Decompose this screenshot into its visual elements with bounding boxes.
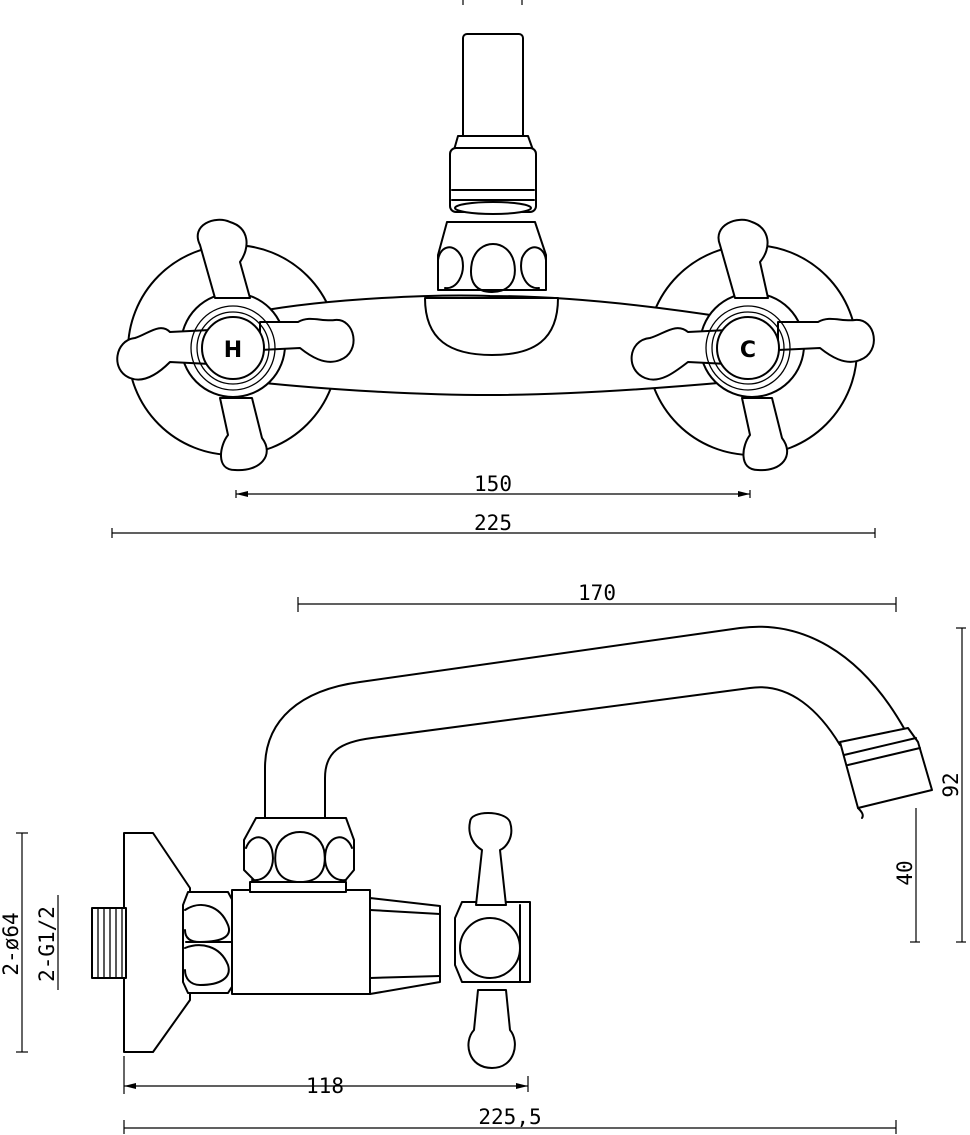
spout-inner-edge — [324, 686, 841, 823]
dim-inner-label: 150 — [474, 472, 512, 496]
dim-diameter: 2-ø64 — [0, 832, 28, 1053]
dim-spout-reach-label: 170 — [578, 581, 616, 605]
dim-spout-height-label: 92 — [939, 772, 963, 797]
wall-rosette — [123, 832, 191, 1053]
dim-92: 92 — [939, 627, 966, 943]
dim-body-label: 118 — [306, 1074, 344, 1098]
side-spout-nut — [243, 817, 355, 883]
hot-handle: H — [116, 218, 355, 472]
dim-outer-label: 225 — [474, 511, 512, 535]
threaded-connector — [91, 907, 127, 979]
dim-118: 118 — [123, 1056, 529, 1098]
side-view: 170 92 40 — [0, 581, 966, 1134]
side-handle — [454, 812, 531, 1069]
hot-label: H — [224, 338, 242, 363]
spout-nut — [437, 221, 547, 291]
dim-150: 150 — [235, 472, 751, 498]
dim-40: 40 — [893, 808, 920, 943]
dim-outlet-height-label: 40 — [893, 860, 917, 885]
cold-cap — [716, 316, 780, 380]
dim-thread-label: 2-G1/2 — [35, 906, 59, 982]
cold-handle: C — [630, 218, 875, 472]
spout-outer-edge — [264, 625, 906, 823]
dim-thread: 2-G1/2 — [35, 895, 59, 990]
front-view: H C 150 225 — [111, 0, 876, 538]
hot-cap — [201, 316, 265, 380]
dim-connection-diameter-label: 2-ø64 — [0, 912, 23, 975]
side-body — [231, 889, 371, 995]
spout-tube — [462, 33, 524, 147]
dim-total-label: 225,5 — [478, 1105, 541, 1129]
dim-170: 170 — [297, 581, 897, 612]
cold-label: C — [740, 338, 756, 363]
dim-225: 225 — [111, 511, 876, 538]
side-spout-outlet — [839, 727, 933, 809]
dim-225-5: 225,5 — [123, 1105, 897, 1134]
